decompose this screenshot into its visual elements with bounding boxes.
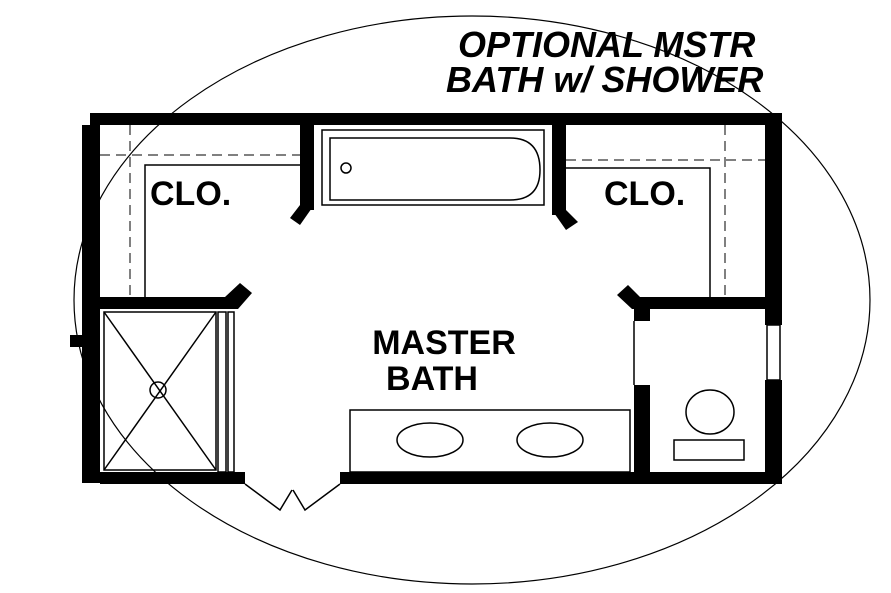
master-bath-label-2: BATH <box>386 360 478 398</box>
title-line-1: OPTIONAL MSTR <box>458 24 755 65</box>
shower-drain-icon <box>149 381 167 399</box>
walls <box>70 113 782 484</box>
shower <box>103 311 235 473</box>
toilet-icon <box>685 389 735 435</box>
closet-shelves <box>100 125 765 297</box>
sink-right-icon <box>516 422 584 458</box>
toilet-room <box>633 321 781 461</box>
bathtub <box>321 129 545 206</box>
title-line-2: BATH w/ SHOWER <box>446 59 763 100</box>
closet-left-label: CLO. <box>150 175 231 213</box>
sink-left-icon <box>396 422 464 458</box>
highlight-ellipse <box>73 15 871 585</box>
master-bath-label-1: MASTER <box>372 324 516 362</box>
vanity <box>349 409 631 473</box>
closet-right-label: CLO. <box>604 175 685 213</box>
entry-doors <box>244 483 341 512</box>
